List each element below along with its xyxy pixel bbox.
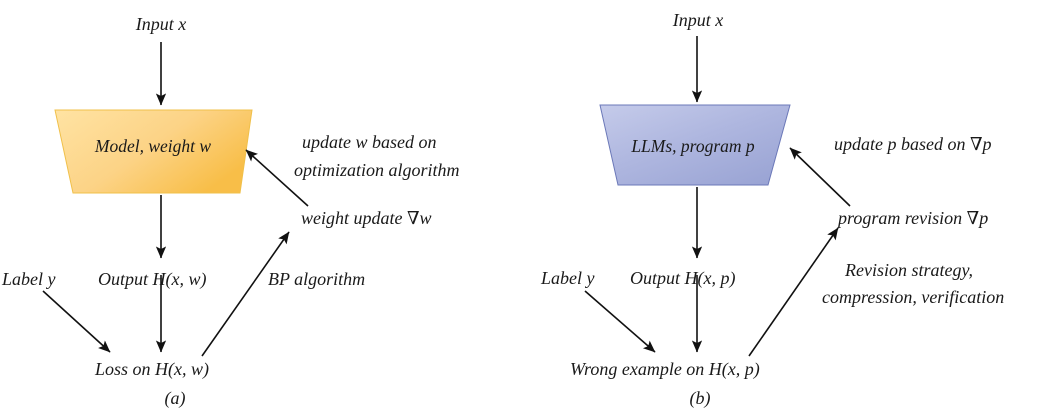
panel-a-model-label: Model, weight w (94, 136, 211, 156)
panel-b-input-label: Input x (672, 10, 723, 30)
panel-b-llm-node[interactable] (599, 104, 791, 186)
panel-b-update-arrow (789, 147, 851, 207)
panel-a-update-arrow (245, 149, 309, 207)
panel-a-bp-arrow (201, 231, 290, 357)
panel-b-output-label: Output H(x, p) (630, 268, 735, 289)
panel-a-bp-label: BP algorithm (268, 269, 365, 289)
panel-b-strategy-line2: compression, verification (822, 287, 1004, 307)
panel-a: Input x Model, weight w Label y Output H… (1, 14, 460, 409)
panel-a-label-to-loss-arrow (42, 290, 111, 353)
panel-a-output-label: Output H(x, w) (98, 269, 206, 290)
panel-a-label-y: Label y (1, 269, 56, 289)
panel-b-revision-arrow (748, 227, 839, 357)
panel-b-caption: (b) (690, 388, 711, 409)
panel-a-input-label: Input x (135, 14, 186, 34)
panel-b-gradient-label: program revision ∇p (836, 208, 988, 228)
panel-b-label-y: Label y (540, 268, 595, 288)
panel-b-strategy-line1: Revision strategy, (844, 260, 973, 280)
panel-b: Input x LLMs, program p Label y Output H… (540, 10, 1004, 409)
panel-a-caption: (a) (165, 388, 186, 409)
panel-b-llm-label: LLMs, program p (630, 136, 755, 156)
panel-b-update-line1: update p based on ∇p (834, 134, 992, 154)
panel-a-update-line1: update w based on (302, 132, 437, 152)
panel-b-wrong-label: Wrong example on H(x, p) (570, 359, 760, 380)
panel-a-gradient-label: weight update ∇w (301, 208, 432, 228)
panel-a-model-node[interactable] (54, 109, 253, 194)
panel-b-label-to-wrong-arrow (584, 290, 656, 353)
panel-a-update-line2: optimization algorithm (294, 160, 460, 180)
panel-a-loss-label: Loss on H(x, w) (94, 359, 209, 380)
